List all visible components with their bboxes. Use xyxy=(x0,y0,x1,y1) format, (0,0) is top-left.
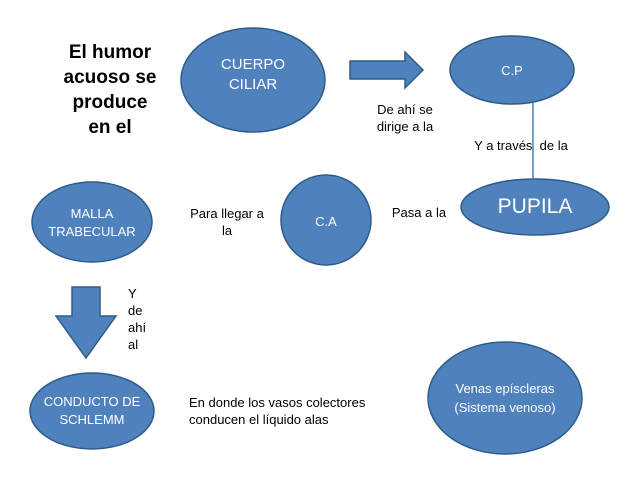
node-conducto-schlemm xyxy=(29,372,155,450)
node-cuerpo-ciliar xyxy=(180,27,326,133)
text-pasa-a-la: Pasa a la xyxy=(391,205,447,220)
label-venas-episcleras: Venas epíscleras (Sistema venoso) xyxy=(454,381,556,415)
label-pupila: PUPILA xyxy=(497,195,573,218)
text-y-de-ahi-al: Y de ahí al xyxy=(128,286,147,352)
node-malla-trabecular xyxy=(31,181,153,263)
label-malla-trabecular: MALLA TRABECULAR xyxy=(48,206,136,239)
diagram-title: El humor acuoso se produce en el xyxy=(63,42,157,138)
node-ca xyxy=(280,174,372,266)
node-cp xyxy=(449,35,575,105)
label-ca: C.A xyxy=(315,213,337,229)
label-cp: C.P xyxy=(501,62,523,78)
right-arrow xyxy=(349,50,425,90)
label-conducto-schlemm: CONDUCTO DE SCHLEMM xyxy=(43,394,141,427)
text-en-donde: En donde los vasos colectores conducen e… xyxy=(189,395,366,427)
down-arrow xyxy=(54,286,118,360)
text-y-a-traves: Y a través de la xyxy=(474,138,568,153)
text-de-ahi-se-dirige: De ahí se dirige a la xyxy=(376,102,434,134)
text-para-llegar: Para llegar a la xyxy=(190,206,264,238)
label-cuerpo-ciliar: CUERPO CILIAR xyxy=(220,56,286,93)
node-venas-episcleras xyxy=(427,341,583,455)
node-pupila xyxy=(460,178,610,236)
